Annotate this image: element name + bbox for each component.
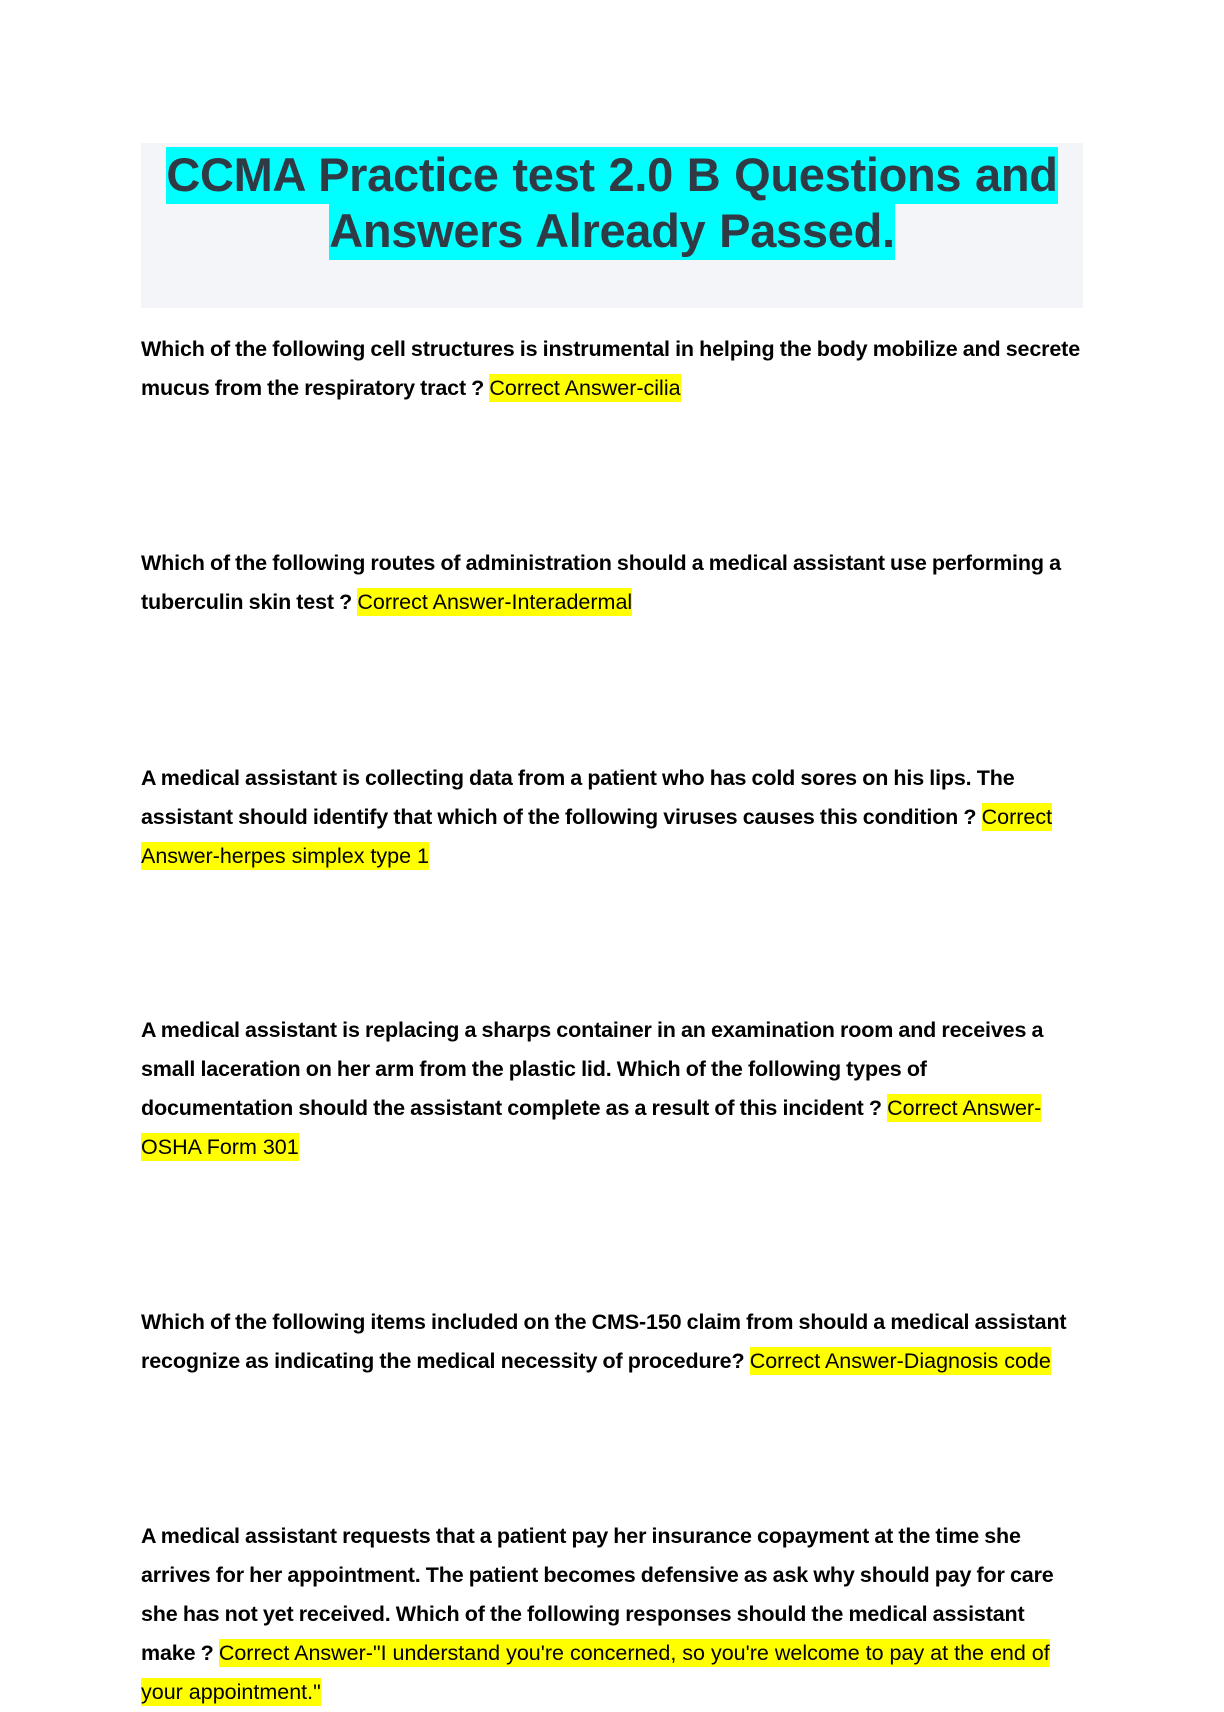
question-text: Which of the following items included on… [141,1310,1067,1373]
answer-text: Correct Answer-Diagnosis code [749,1347,1051,1375]
question-text: A medical assistant is collecting data f… [141,766,1015,829]
qa-item: Which of the following items included on… [141,1303,1083,1381]
question-text: Which of the following routes of adminis… [141,551,1061,614]
qa-item: A medical assistant is replacing a sharp… [141,1011,1083,1167]
qa-item: Which of the following routes of adminis… [141,544,1083,622]
qa-item: Which of the following cell structures i… [141,330,1083,408]
question-text: A medical assistant is replacing a sharp… [141,1018,1044,1120]
answer-text: Correct Answer-cilia [489,374,681,402]
answer-text: Correct Answer-"I understand you're conc… [141,1639,1050,1706]
qa-gap [141,876,1083,1011]
question-text: Which of the following cell structures i… [141,337,1081,400]
qa-item: A medical assistant is collecting data f… [141,759,1083,876]
title-line-2: Answers Already Passed. [329,203,895,260]
qa-item: A medical assistant requests that a pati… [141,1517,1083,1712]
qa-gap [141,1167,1083,1303]
qa-gap [141,622,1083,759]
answer-text: Correct Answer-Interadermal [357,588,633,616]
qa-gap [141,408,1083,544]
qa-gap [141,1381,1083,1517]
title-line-1: CCMA Practice test 2.0 B Questions and [166,147,1058,204]
qa-list: Which of the following cell structures i… [141,330,1083,1712]
